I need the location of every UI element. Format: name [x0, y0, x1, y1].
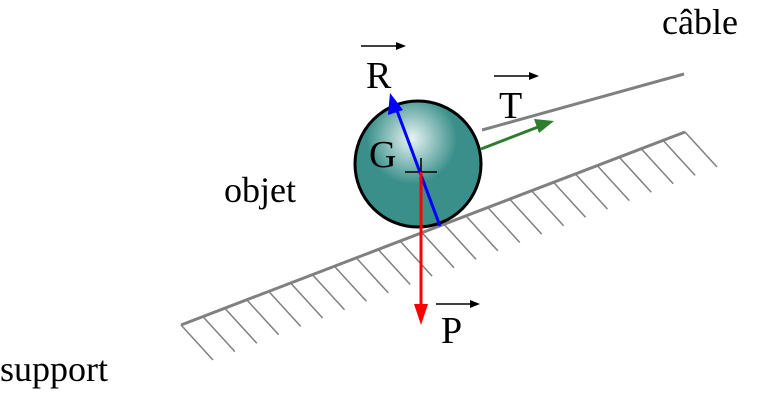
tension-vector	[480, 119, 554, 151]
hatch-mark	[465, 215, 499, 252]
hatch-mark	[268, 290, 302, 327]
hatch-mark	[290, 282, 324, 319]
hatch-mark	[574, 173, 608, 210]
hatch-mark	[531, 190, 565, 227]
hatch-mark	[377, 248, 411, 286]
weight-vector-head	[414, 304, 428, 325]
hatch-mark	[443, 223, 477, 260]
object-label: objet	[224, 170, 296, 210]
hatch-mark	[509, 198, 543, 235]
reaction-vector	[388, 93, 442, 227]
hatch-mark	[684, 131, 718, 168]
hatch-mark	[202, 316, 236, 353]
reaction-vector-shaft	[394, 107, 442, 227]
tension-label-arrow	[494, 72, 539, 80]
hatch-mark	[333, 265, 367, 302]
hatch-mark	[180, 324, 214, 361]
reaction-label-arrow	[361, 42, 406, 50]
hatch-mark	[311, 274, 346, 311]
reaction-label: R	[366, 55, 392, 97]
hatch-mark	[662, 139, 696, 176]
reaction-vector-head	[388, 93, 403, 115]
support-line	[180, 130, 686, 327]
weight-label: P	[441, 310, 462, 352]
hatch-mark	[224, 307, 258, 344]
hatch-mark	[399, 240, 433, 277]
hatch-mark	[487, 206, 521, 244]
support-label: support	[0, 349, 108, 389]
weight-vector	[414, 172, 428, 325]
cable-line	[481, 72, 685, 132]
hatch-mark	[596, 165, 630, 202]
tension-label: T	[499, 85, 522, 127]
cable-label: câble	[662, 2, 738, 42]
hatch-mark	[640, 148, 674, 185]
hatch-mark	[246, 299, 280, 336]
weight-label-arrow	[436, 300, 480, 308]
hatch-mark	[552, 181, 587, 218]
hatch-mark	[421, 232, 455, 269]
hatch-mark	[355, 257, 389, 294]
center-label: G	[369, 134, 396, 176]
tension-vector-head	[534, 119, 554, 133]
support-hatching	[180, 131, 718, 361]
hatch-mark	[618, 156, 652, 193]
tension-vector-shaft	[480, 125, 539, 151]
